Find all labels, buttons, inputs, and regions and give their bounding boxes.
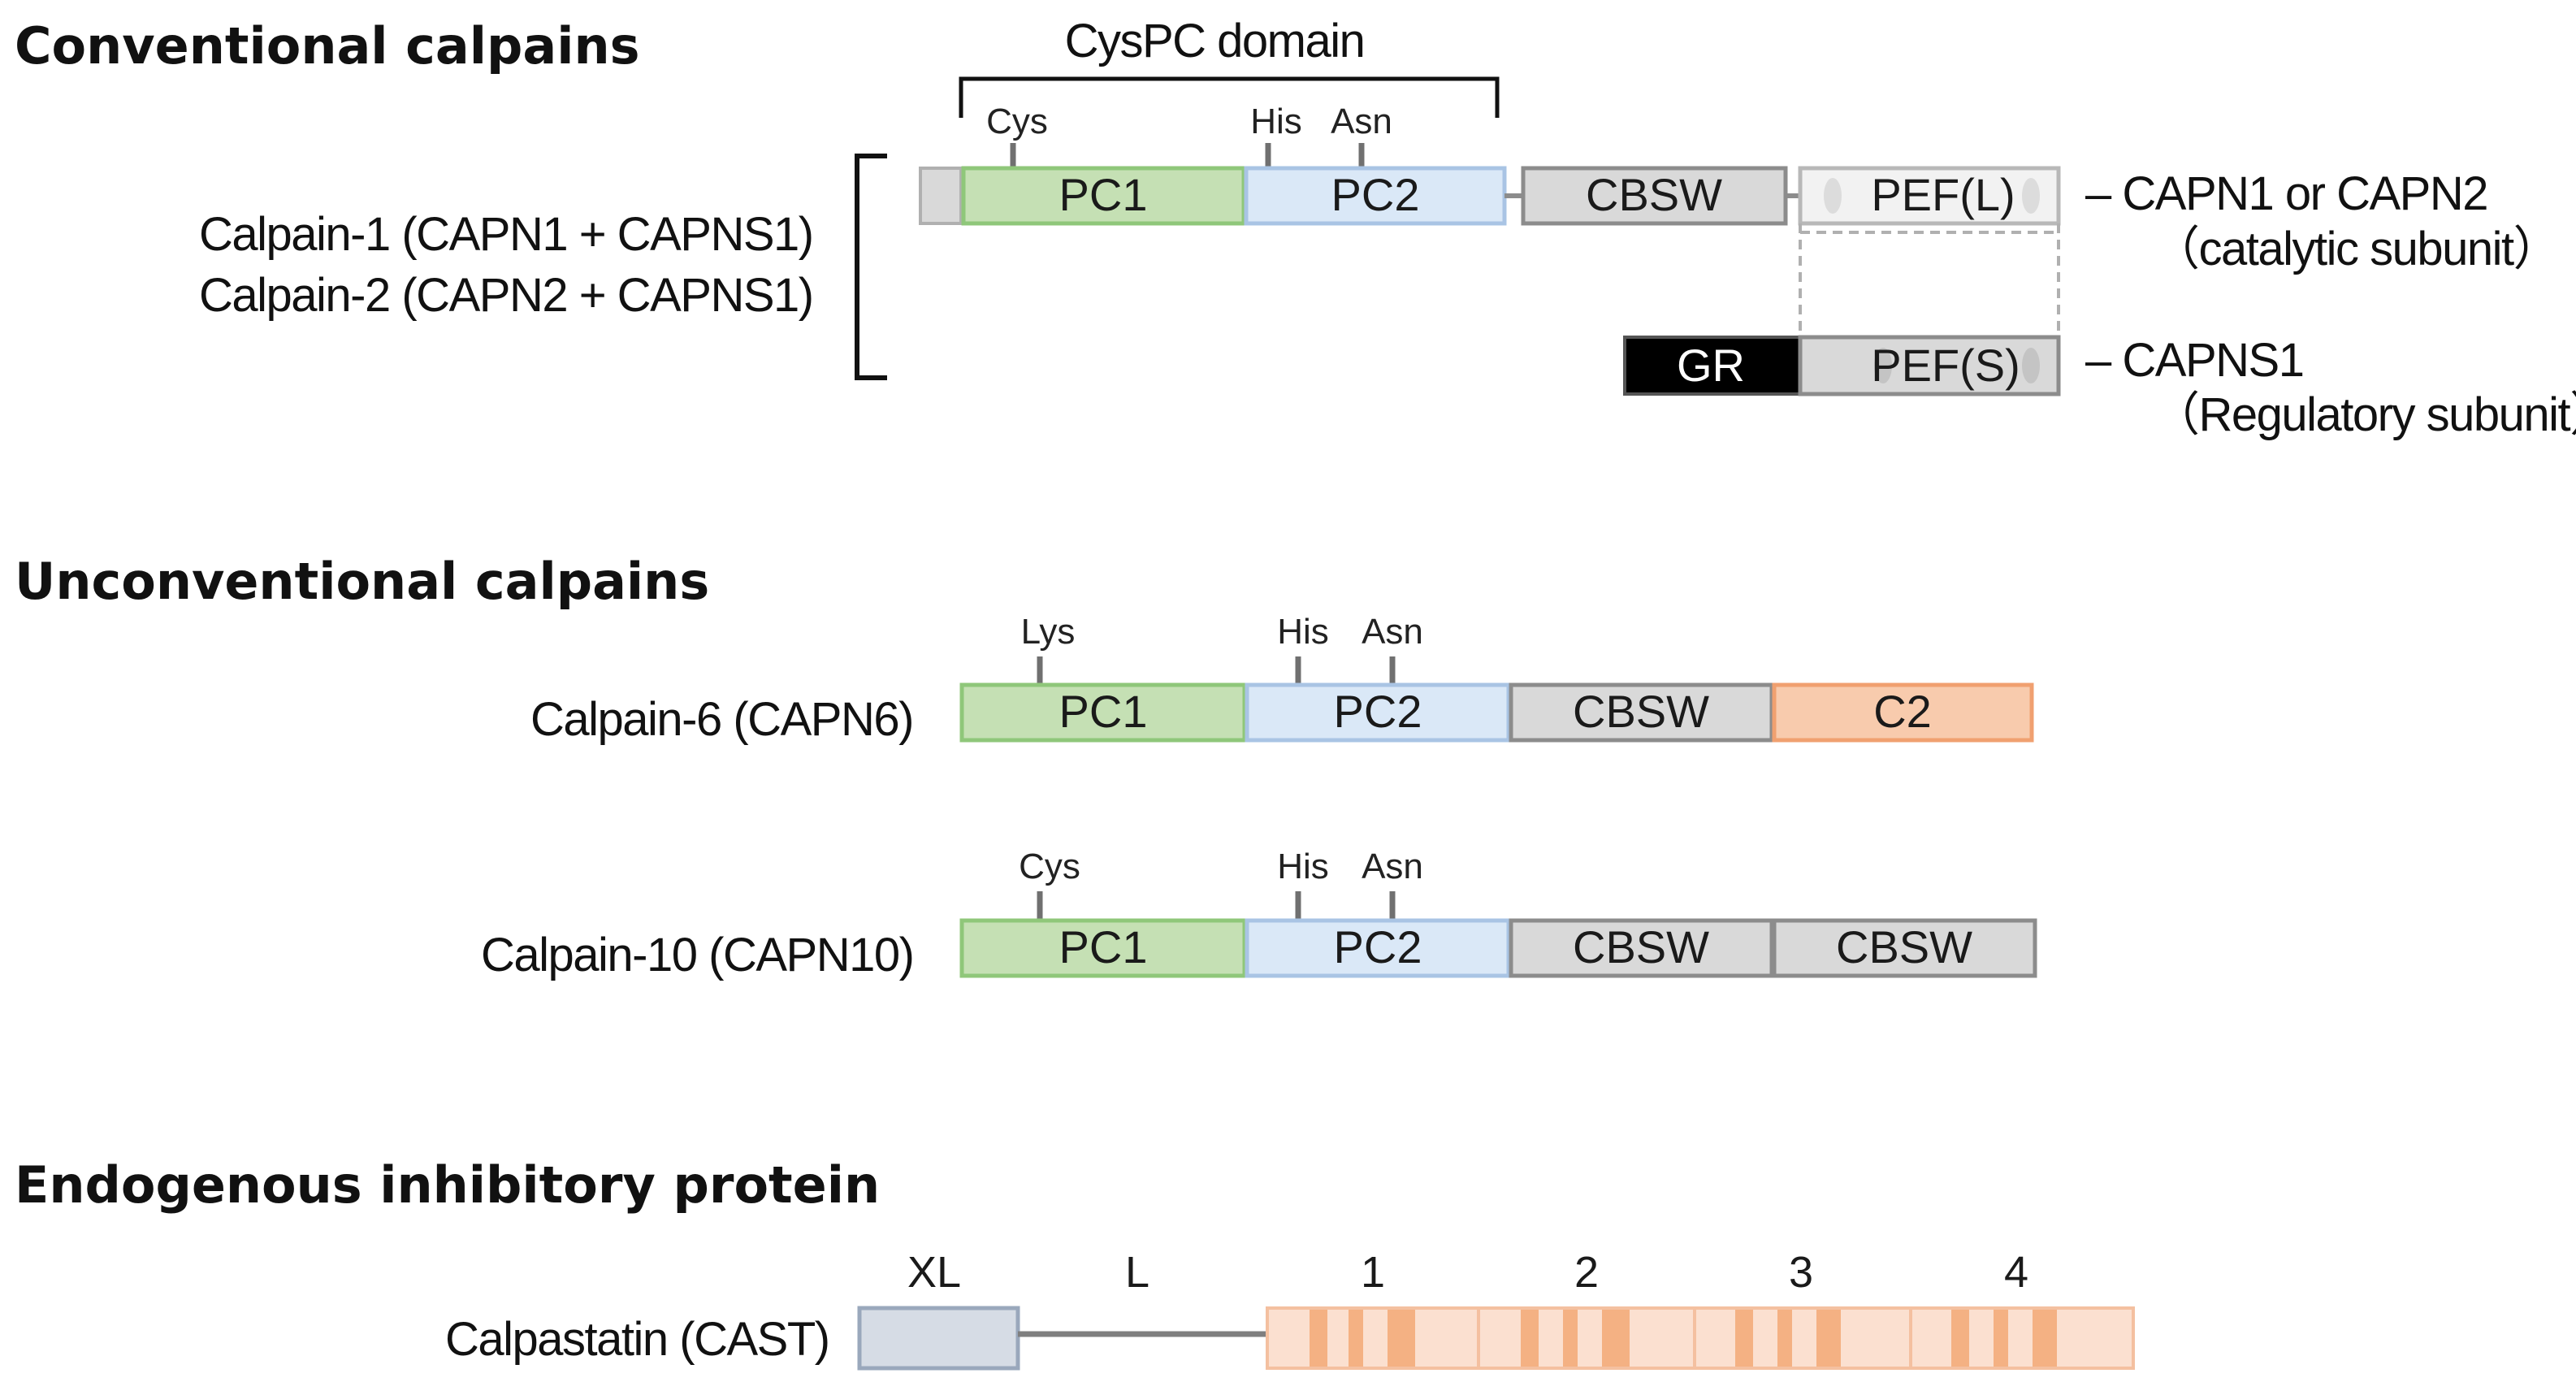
ef-hand — [2022, 348, 2040, 383]
section-title-inhibitor: Endogenous inhibitory protein — [15, 1155, 880, 1215]
residue-cys: Cys — [986, 102, 1048, 141]
domain-label-pc2: PC2 — [1334, 921, 1422, 973]
domain-cbsw — [1772, 918, 2037, 978]
residue-asn: Asn — [1362, 612, 1423, 652]
domain-label-pc1: PC1 — [1059, 921, 1148, 973]
region-label-3: 3 — [1789, 1248, 1813, 1297]
domain-pc1 — [959, 918, 1247, 978]
domain-pc1 — [959, 682, 1247, 743]
residue-lys: Lys — [1021, 612, 1076, 652]
catalytic-subunit-sublabel: （catalytic subunit） — [2153, 223, 2559, 275]
domain-label-cbsw: CBSW — [1573, 686, 1709, 737]
domain-cbsw — [1509, 682, 1774, 743]
protein-name-calpain2: Calpain-2 (CAPN2 + CAPNS1) — [199, 269, 813, 322]
cyspc-domain-label: CysPC domain — [1065, 15, 1365, 67]
domain-cbsw — [1521, 166, 1788, 226]
section-title-unconventional: Unconventional calpains — [15, 552, 709, 611]
domain-label-gr: GR — [1677, 340, 1745, 391]
ef-hand — [2022, 178, 2040, 214]
protein-name-calpain1: Calpain-1 (CAPN1 + CAPNS1) — [199, 208, 813, 261]
protein-name-calpain10: Calpain-10 (CAPN10) — [481, 929, 913, 981]
inhibitory-domain-4 — [1951, 1310, 2057, 1367]
domain-label-cbsw: CBSW — [1573, 921, 1709, 973]
region-label-2: 2 — [1574, 1248, 1599, 1297]
n-terminal-domain — [919, 167, 963, 225]
inhibitory-domain-2 — [1521, 1310, 1630, 1367]
complex-bracket — [855, 154, 887, 380]
region-label-1: 1 — [1361, 1248, 1385, 1297]
domain-gr — [1623, 336, 1802, 396]
region-label-l: L — [1125, 1248, 1149, 1297]
residue-cys: Cys — [1019, 847, 1080, 886]
inhibitory-domain-3 — [1735, 1310, 1841, 1367]
ef-hand — [1824, 178, 1842, 214]
domain-cbsw — [1509, 918, 1774, 978]
domain-pc2 — [1244, 166, 1507, 226]
region-xl — [857, 1306, 1020, 1371]
domain-label-c2: C2 — [1873, 686, 1932, 737]
domain-label-pc2: PC2 — [1331, 169, 1420, 220]
section-title-conventional: Conventional calpains — [15, 16, 640, 76]
domain-c2 — [1772, 682, 2034, 743]
residue-his: His — [1250, 102, 1302, 141]
protein-name-calpastatin: Calpastatin (CAST) — [445, 1313, 829, 1366]
residue-his: His — [1277, 847, 1329, 886]
domain-pef-l — [1798, 166, 2061, 226]
domain-pc2 — [1245, 682, 1511, 743]
domain-label-cbsw: CBSW — [1586, 169, 1722, 220]
domain-pc1 — [961, 166, 1246, 226]
region-label-4: 4 — [2004, 1248, 2028, 1297]
inhibitory-domain-1 — [1310, 1310, 1415, 1367]
regulatory-subunit-label: – CAPNS1 — [2085, 334, 2303, 387]
domain-pef-s — [1798, 335, 2061, 396]
catalytic-subunit-label: – CAPN1 or CAPN2 — [2085, 167, 2487, 220]
domain-pc2 — [1245, 918, 1511, 978]
domain-label-pc1: PC1 — [1059, 686, 1148, 737]
region-label-xl: XL — [907, 1248, 961, 1297]
residue-asn: Asn — [1362, 847, 1423, 886]
domain-label-pef-l: PEF(L) — [1871, 169, 2015, 220]
residue-asn: Asn — [1331, 102, 1392, 141]
protein-name-calpain6: Calpain-6 (CAPN6) — [530, 693, 913, 746]
domain-label-pc1: PC1 — [1059, 169, 1148, 220]
regulatory-subunit-sublabel: （Regulatory subunit） — [2153, 388, 2576, 441]
domain-label-pef-s: PEF(S) — [1871, 340, 2020, 391]
domain-label-cbsw: CBSW — [1836, 921, 1972, 973]
cyspc-bracket — [959, 76, 1500, 118]
residue-his: His — [1277, 612, 1329, 652]
domain-label-pc2: PC2 — [1334, 686, 1422, 737]
ef-hand — [1874, 348, 1892, 383]
